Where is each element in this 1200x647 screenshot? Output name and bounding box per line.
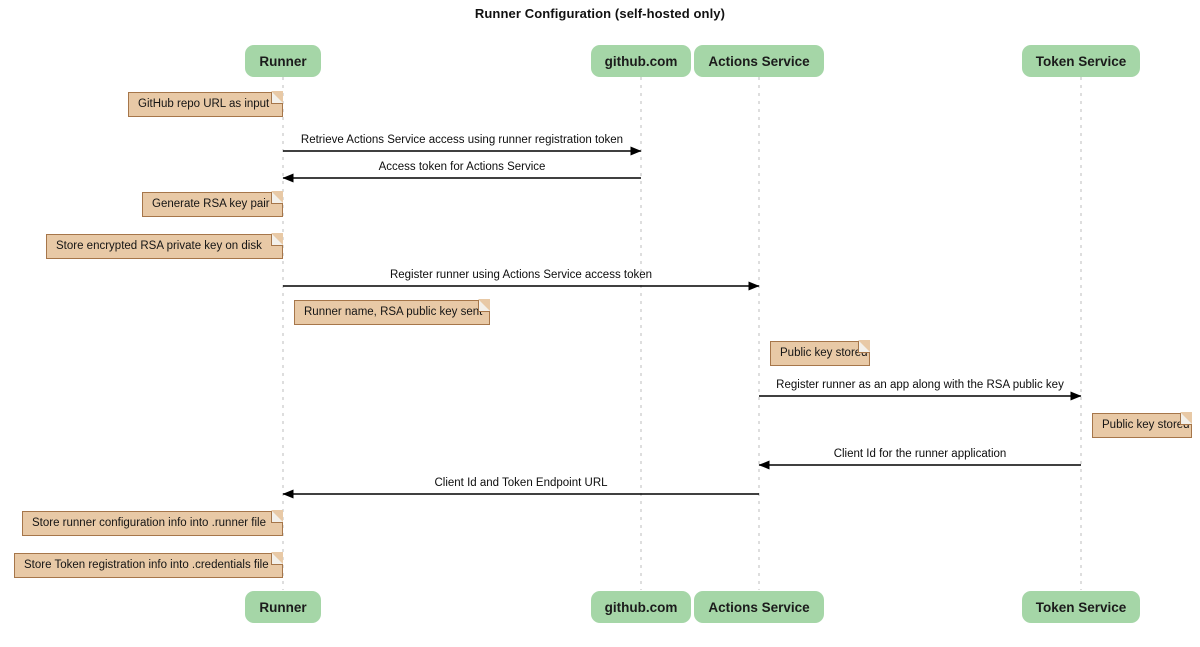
note-text: Runner name, RSA public key sent	[304, 305, 483, 318]
participant-token-bottom[interactable]: Token Service	[1021, 591, 1141, 623]
note-n4: Runner name, RSA public key sent	[294, 299, 490, 325]
participant-token-top[interactable]: Token Service	[1021, 45, 1141, 77]
participant-actions-top[interactable]: Actions Service	[694, 45, 824, 77]
message-label-m4: Register runner as an app along with the…	[776, 379, 1064, 391]
note-n1: GitHub repo URL as input	[128, 91, 283, 117]
participant-github-top[interactable]: github.com	[590, 45, 692, 77]
note-fold-corner-icon	[478, 299, 490, 312]
note-text: Public key stored	[1102, 418, 1190, 431]
participant-label: Runner	[259, 53, 307, 69]
note-n2: Generate RSA key pair	[142, 191, 283, 217]
note-n5: Public key stored	[770, 340, 870, 366]
participant-label: Runner	[259, 599, 307, 615]
note-n3: Store encrypted RSA private key on disk	[46, 233, 283, 259]
participant-label: Token Service	[1035, 599, 1127, 615]
message-label-m2: Access token for Actions Service	[378, 161, 546, 173]
note-fold-corner-icon	[271, 552, 283, 565]
note-fold-corner-icon	[858, 340, 870, 353]
message-arrows-group	[282, 146, 1082, 499]
note-fold-corner-icon	[271, 233, 283, 246]
participant-github-bottom[interactable]: github.com	[590, 591, 692, 623]
note-text: Generate RSA key pair	[152, 197, 270, 210]
lifelines-group	[282, 77, 1082, 590]
note-text: GitHub repo URL as input	[138, 97, 270, 110]
note-fold-corner-icon	[1180, 412, 1192, 425]
note-fold-corner-icon	[271, 510, 283, 523]
message-label-m1: Retrieve Actions Service access using ru…	[300, 134, 624, 146]
note-text: Store Token registration info into .cred…	[24, 558, 269, 571]
participant-label: Token Service	[1035, 53, 1127, 69]
note-n8: Store Token registration info into .cred…	[14, 552, 283, 578]
message-label-m5: Client Id for the runner application	[833, 448, 1007, 460]
participant-runner-bottom[interactable]: Runner	[245, 591, 321, 623]
note-fold-corner-icon	[271, 91, 283, 104]
message-label-m6: Client Id and Token Endpoint URL	[434, 477, 608, 489]
message-label-m3: Register runner using Actions Service ac…	[389, 269, 653, 281]
note-text: Public key stored	[780, 346, 868, 359]
participant-runner-top[interactable]: Runner	[245, 45, 321, 77]
participant-label: Actions Service	[708, 53, 810, 69]
note-text: Store runner configuration info into .ru…	[32, 516, 266, 529]
note-fold-corner-icon	[271, 191, 283, 204]
participant-label: Actions Service	[708, 599, 810, 615]
participant-actions-bottom[interactable]: Actions Service	[694, 591, 824, 623]
participant-label: github.com	[604, 53, 678, 69]
note-n7: Store runner configuration info into .ru…	[22, 510, 283, 536]
participant-label: github.com	[604, 599, 678, 615]
note-text: Store encrypted RSA private key on disk	[56, 239, 262, 252]
page-title: Runner Configuration (self-hosted only)	[474, 6, 726, 21]
note-n6: Public key stored	[1092, 412, 1192, 438]
